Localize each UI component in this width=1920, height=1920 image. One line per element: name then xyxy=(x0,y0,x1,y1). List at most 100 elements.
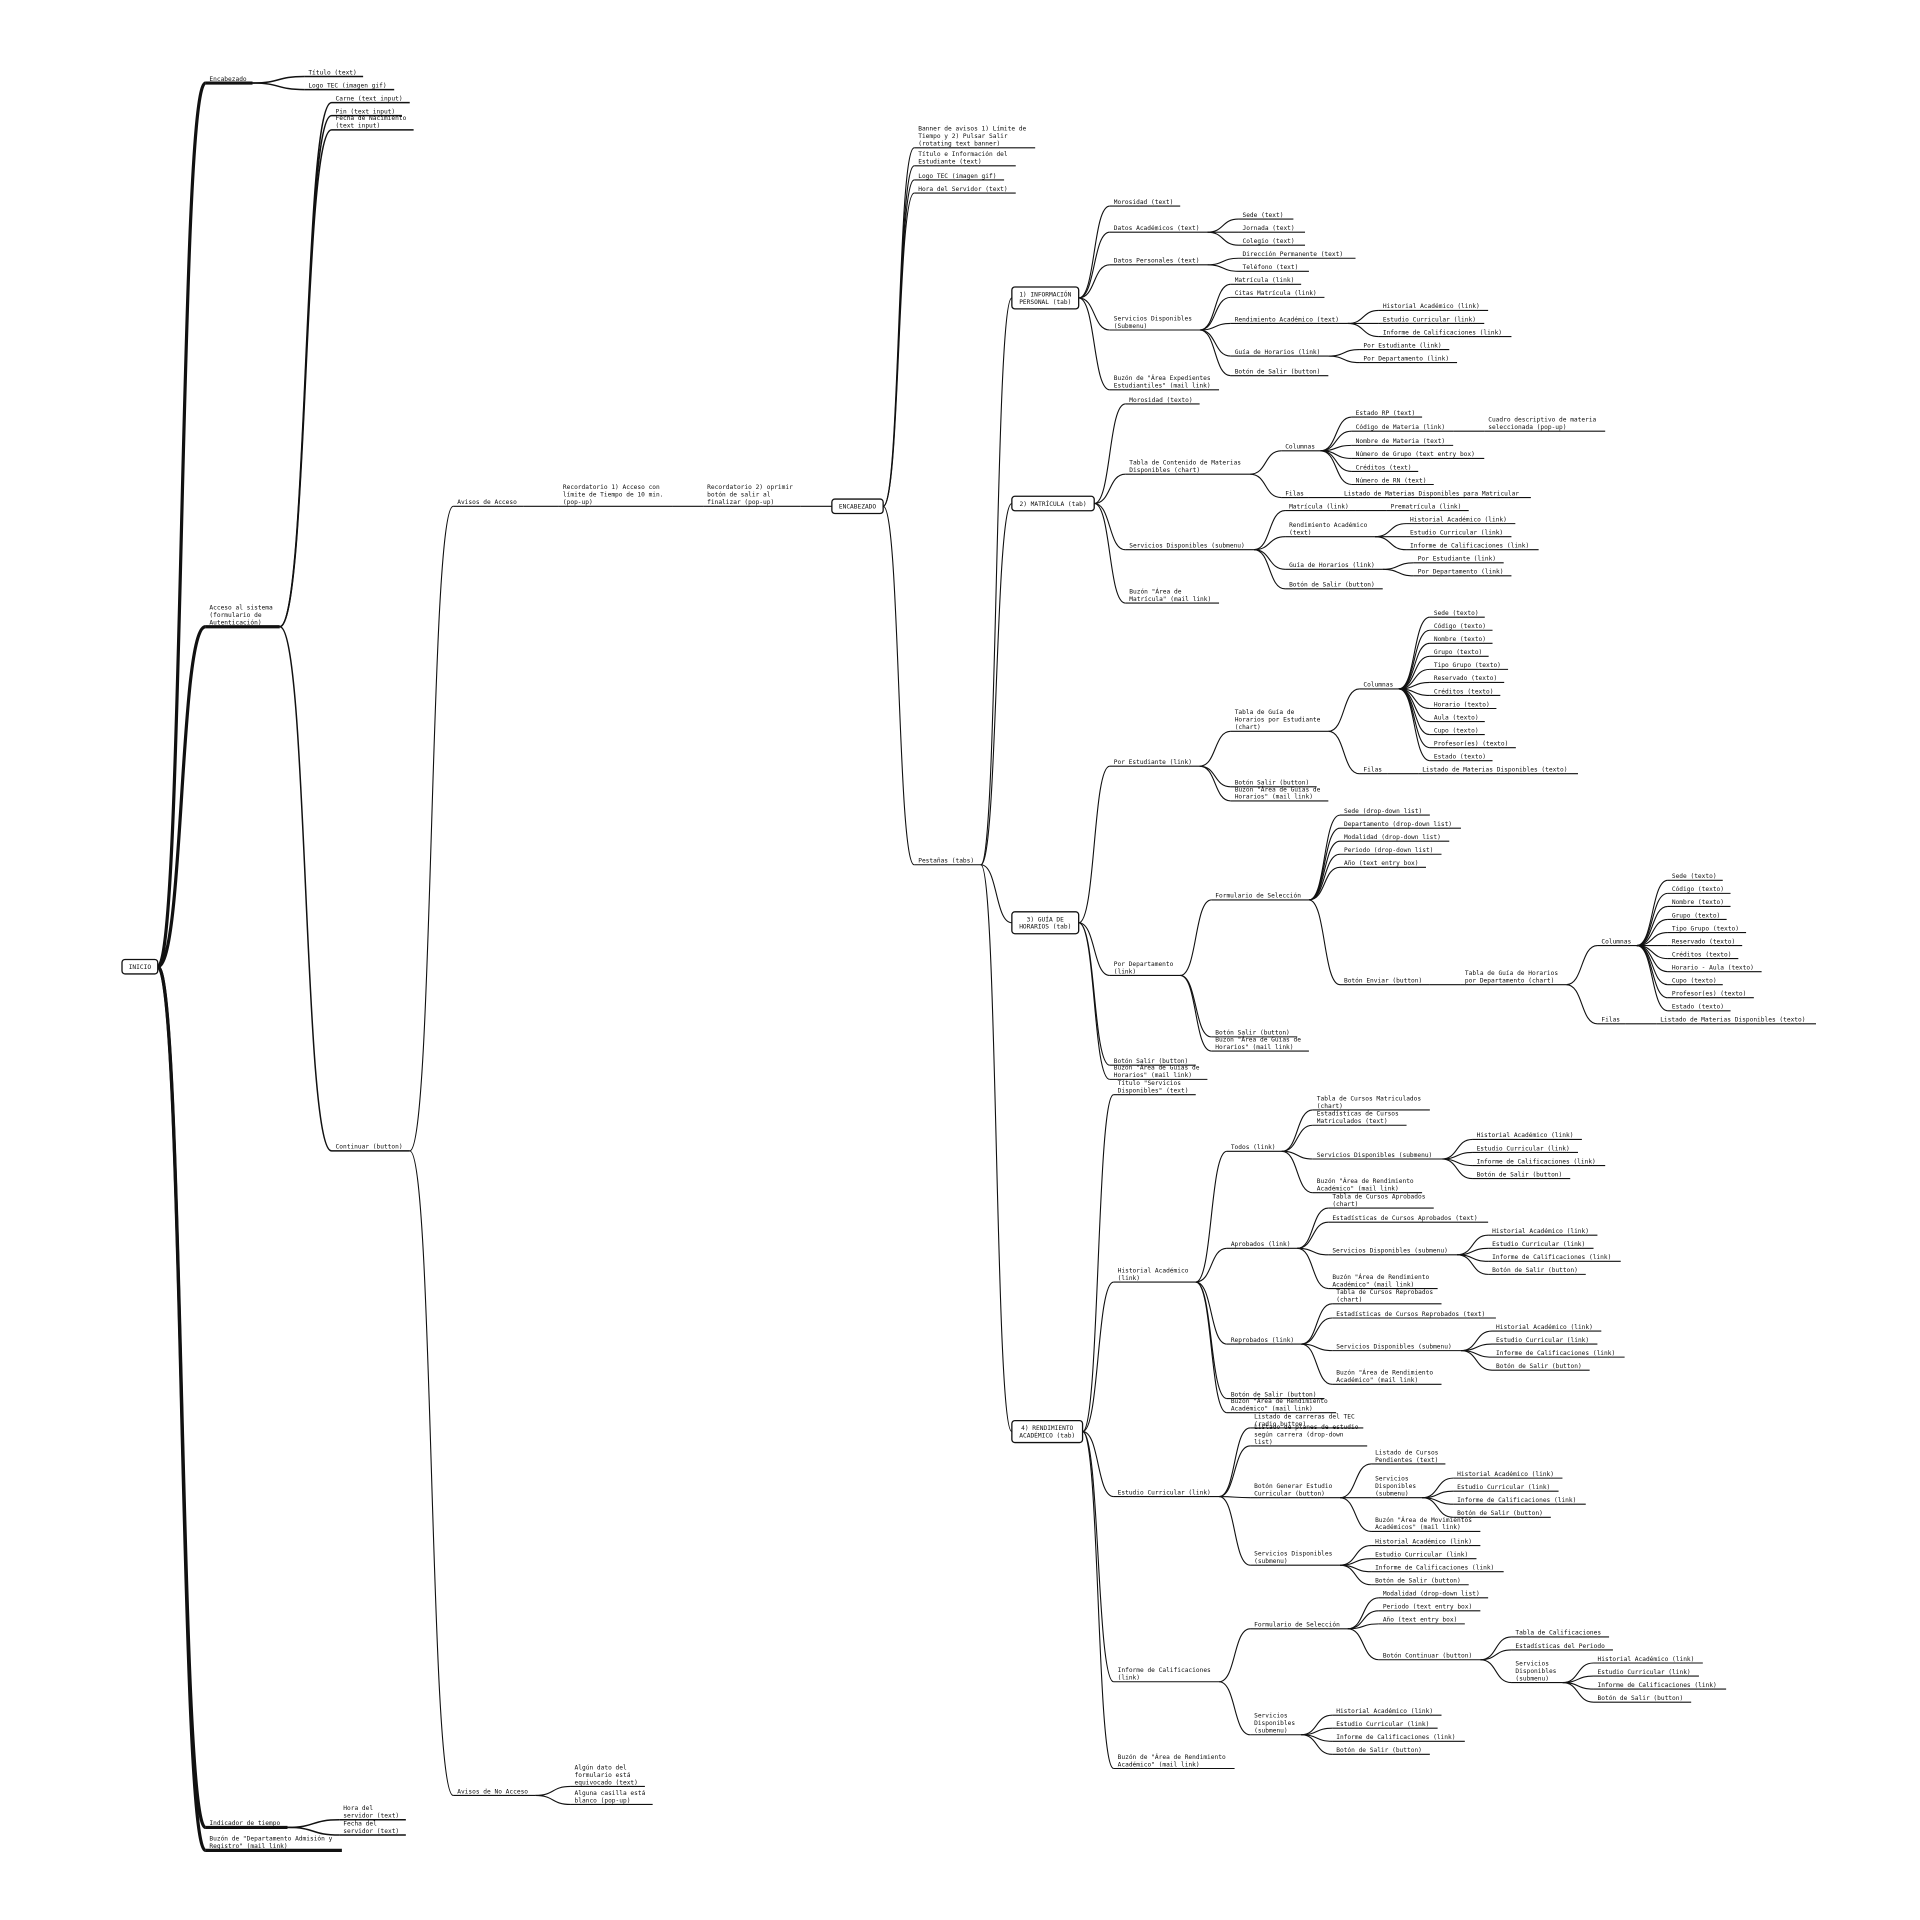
node-por-estudiante-link: Por Estudiante (link) xyxy=(1413,556,1504,564)
connector-line xyxy=(1382,568,1414,577)
node-label: Por Departamento(link) xyxy=(1114,961,1174,975)
connector-line xyxy=(156,625,207,969)
node-label: Estudio Curricular (link) xyxy=(1410,529,1503,536)
connector-line xyxy=(1180,974,1212,1052)
connector-line xyxy=(1281,1150,1313,1194)
node-hora-del-servidor-text: Hora del Servidor (text) xyxy=(914,186,1016,194)
node-label: Columnas xyxy=(1601,938,1631,945)
node-box xyxy=(121,958,159,975)
node-label: Nombre de Materia (text) xyxy=(1356,438,1445,445)
node-historial-academico-link: Historial Académico (link) xyxy=(1488,1227,1598,1236)
connector-line xyxy=(1199,283,1231,331)
node-servicios-disponibles-submenu: Servicios Disponibles(Submenu) xyxy=(1109,315,1200,331)
connector-line xyxy=(1398,616,1431,690)
node-2-matricula-tab: 2) MATRÍCULA (tab) xyxy=(1011,495,1095,512)
node-label: Historial Académico (link) xyxy=(1496,1323,1593,1331)
connector-line xyxy=(1078,264,1110,299)
connector-line xyxy=(1320,450,1352,486)
connector-line xyxy=(1339,1463,1372,1499)
node-codigo-de-materia-link: Código de Materia (link) xyxy=(1351,423,1454,432)
node-modalidad-drop-down-list: Modalidad (drop-down list) xyxy=(1339,834,1450,842)
connector-line xyxy=(1636,892,1668,947)
node-numero-de-grupo-text-entry-box: Número de Grupo (text entry box) xyxy=(1351,450,1485,459)
node-morosidad-text: Morosidad (text) xyxy=(1109,199,1181,207)
node-estudio-curricular-link: Estudio Curricular (link) xyxy=(1371,1551,1477,1560)
connector-line xyxy=(1195,1150,1228,1283)
node-label: Botón Salir (button) xyxy=(1235,779,1310,787)
node-informe-de-calificaciones-link: Informe de Calificaciones (link) xyxy=(1593,1682,1727,1690)
node-label: Historial Académico (link) xyxy=(1383,302,1480,310)
connector-line xyxy=(1199,296,1231,331)
node-sede-text: Sede (text) xyxy=(1238,212,1294,220)
connector-line xyxy=(1281,1124,1313,1152)
node-label: Reprobados (link) xyxy=(1231,1337,1294,1344)
node-label: Informe de Calificaciones (link) xyxy=(1457,1497,1576,1504)
node-boton-de-salir-button: Botón de Salir (button) xyxy=(1472,1170,1571,1180)
connector-line xyxy=(287,1826,340,1836)
connector-line xyxy=(1301,1343,1333,1385)
connector-line xyxy=(1382,562,1414,570)
node-label: Horario - Aula (texto) xyxy=(1672,964,1754,971)
node-todos-link: Todos (link) xyxy=(1226,1144,1282,1152)
connector-line xyxy=(1398,642,1430,690)
node-label: Historial Académico (link) xyxy=(1336,1707,1433,1715)
connector-line xyxy=(1308,827,1341,901)
node-aula-texto: Aula (texto) xyxy=(1429,714,1485,723)
node-label: Pin (text input) xyxy=(336,108,396,115)
connector-line xyxy=(1078,231,1110,299)
node-boton-salir-button: Botón Salir (button) xyxy=(1109,1057,1196,1066)
node-cupo-texto: Cupo (texto) xyxy=(1667,977,1723,986)
node-label: Botón Salir (button) xyxy=(1114,1057,1189,1065)
connector-line xyxy=(1636,945,1669,1012)
node-label: Botón de Salir (button) xyxy=(1457,1509,1543,1517)
node-departamento-drop-down-list: Departamento (drop-down list) xyxy=(1339,821,1461,829)
node-label: Teléfono (text) xyxy=(1242,263,1298,271)
node-label: Historial Académico (link) xyxy=(1375,1537,1472,1545)
node-listado-de-materias-disponibles-texto: Listado de Materias Disponibles (texto) xyxy=(1418,767,1578,775)
connector-line xyxy=(1094,403,1126,505)
node-label: Sede (texto) xyxy=(1672,873,1717,880)
node-label: Informe de Calificaciones (link) xyxy=(1477,1158,1596,1165)
connector-line xyxy=(1094,473,1126,505)
node-box xyxy=(831,498,884,515)
node-label: Modalidad (drop-down list) xyxy=(1344,834,1441,841)
node-label: Botón de Salir (button) xyxy=(1375,1577,1461,1585)
node-label: Estadísticas de Cursos Aprobados (text) xyxy=(1332,1214,1477,1222)
connector-line xyxy=(279,129,332,628)
node-label: Reservado (texto) xyxy=(1434,675,1497,682)
node-label: Nombre (texto) xyxy=(1434,636,1486,643)
node-label: Filas xyxy=(1601,1017,1620,1024)
node-label: Estadísticas de Cursos Reprobados (text) xyxy=(1336,1310,1485,1318)
node-historial-academico-link: Historial Académico (link) xyxy=(1371,1537,1481,1547)
node-label: Informe de Calificaciones(link) xyxy=(1118,1667,1211,1681)
node-servicios-disponibles-submenu: Servicios Disponibles (submenu) xyxy=(1312,1152,1442,1160)
connector-line xyxy=(1308,814,1341,901)
node-estudio-curricular-link: Estudio Curricular (link) xyxy=(1593,1669,1699,1677)
connector-line xyxy=(1254,536,1286,551)
node-label: Fecha de Nacimiento(text input) xyxy=(336,115,407,129)
node-informe-de-calificaciones-link: Informe de Calificaciones(link) xyxy=(1113,1667,1220,1683)
node-codigo-texto: Código (texto) xyxy=(1429,622,1493,631)
node-datos-academicos-text: Datos Académicos (text) xyxy=(1109,224,1208,233)
node-label: Botón Continuar (button) xyxy=(1383,1652,1472,1660)
connector-line xyxy=(1207,231,1239,246)
node-label: Columnas xyxy=(1285,444,1315,451)
connector-line xyxy=(1422,1497,1454,1518)
node-tabla-de-cursos-matriculados-chart: Tabla de Cursos Matriculados(chart) xyxy=(1312,1095,1430,1111)
node-continuar-button: Continuar (button) xyxy=(331,1144,410,1152)
node-label: Datos Personales (text) xyxy=(1114,258,1200,265)
